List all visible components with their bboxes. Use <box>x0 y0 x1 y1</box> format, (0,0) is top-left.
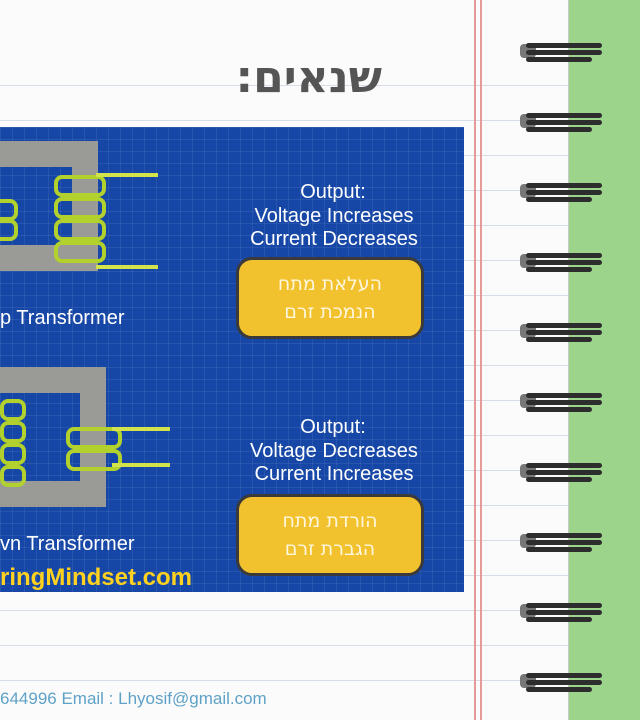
coil-icon <box>0 465 26 487</box>
step-down-output-label: Output: <box>300 416 366 438</box>
step-up-badge-line2: הנמכת זרם <box>284 301 376 323</box>
transformer-core-icon <box>0 141 98 271</box>
transformer-image: p Transformer Output: Voltage Increases … <box>0 127 464 592</box>
spiral-ring-icon <box>520 670 602 692</box>
step-up-badge: העלאת מתח הנמכת זרם <box>236 257 424 339</box>
coil-icon <box>0 399 26 421</box>
step-down-badge-line2: הגברת זרם <box>284 538 376 560</box>
margin-line <box>474 0 476 720</box>
wire <box>96 265 158 269</box>
spiral-ring-icon <box>520 110 602 132</box>
wire <box>112 427 170 431</box>
step-up-line2: Current Decreases <box>250 228 418 250</box>
coil-icon <box>54 241 106 263</box>
notebook-page: שנאים: p Transformer Output: Voltage Inc… <box>0 0 569 720</box>
step-down-line1: Voltage Decreases <box>250 440 418 462</box>
step-up-line1: Voltage Increases <box>254 205 414 227</box>
spiral-ring-icon <box>520 180 602 202</box>
coil-icon <box>66 449 122 471</box>
spiral-ring-icon <box>520 530 602 552</box>
spiral-ring-icon <box>520 250 602 272</box>
website-text: ringMindset.com <box>0 564 193 591</box>
coil-icon <box>54 219 106 241</box>
step-up-caption: p Transformer <box>0 307 125 329</box>
coil-icon <box>54 197 106 219</box>
margin-line <box>480 0 482 720</box>
coil-icon <box>54 175 106 197</box>
coil-icon <box>0 443 26 465</box>
coil-icon <box>0 199 18 221</box>
page-title: שנאים: <box>235 52 382 103</box>
spiral-ring-icon <box>520 320 602 342</box>
wire <box>112 463 170 467</box>
step-up-badge-line1: העלאת מתח <box>277 273 383 295</box>
spiral-ring-icon <box>520 460 602 482</box>
coil-icon <box>66 427 122 449</box>
footer-contact: 644996 Email : Lhyosif@gmail.com <box>0 689 267 708</box>
step-down-line2: Current Increases <box>254 463 414 485</box>
step-down-badge-line1: הורדת מתח <box>282 510 378 532</box>
step-down-badge: הורדת מתח הגברת זרם <box>236 494 424 576</box>
step-up-output-label: Output: <box>300 181 366 203</box>
coil-icon <box>0 421 26 443</box>
step-down-caption: vn Transformer <box>0 533 135 555</box>
spiral-ring-icon <box>520 390 602 412</box>
wire <box>96 173 158 177</box>
spiral-ring-icon <box>520 600 602 622</box>
spiral-ring-icon <box>520 40 602 62</box>
coil-icon <box>0 219 18 241</box>
